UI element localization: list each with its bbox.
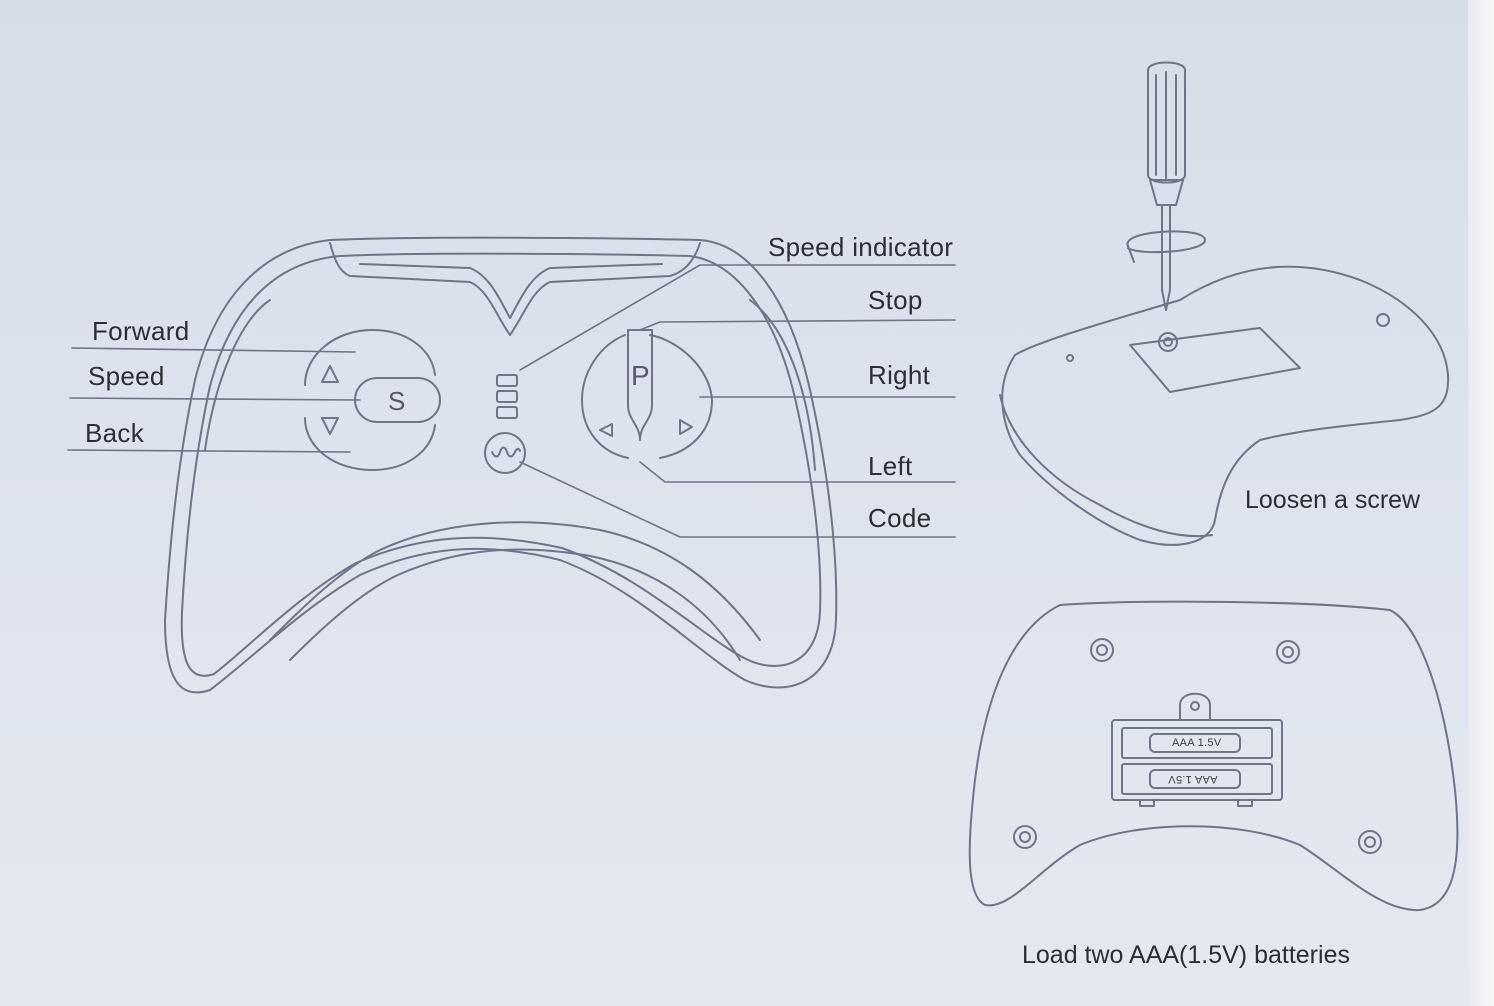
label-left: Left [868,451,913,482]
speed-indicator-lights [497,375,517,418]
code-button-outline [485,433,525,473]
battery-label-bottom: AAA 1.5V [1168,773,1218,785]
label-forward: Forward [92,316,189,347]
battery-label-top: AAA 1.5V [1172,737,1222,749]
label-speed-indicator: Speed indicator [768,232,953,263]
speed-key-letter: S [388,386,406,417]
stop-key-letter: P [631,360,650,392]
label-code: Code [868,503,931,534]
caption-load-batteries: Load two AAA(1.5V) batteries [1022,941,1350,970]
dpad-right [582,330,712,458]
screwdriver-drawing [1127,63,1205,311]
controller-back-battery [970,602,1458,910]
label-speed: Speed [88,361,165,392]
caption-loosen-screw: Loosen a screw [1245,486,1420,515]
label-stop: Stop [868,285,923,316]
label-right: Right [868,360,930,391]
controller-front-outline [165,238,836,693]
label-back: Back [85,418,144,449]
